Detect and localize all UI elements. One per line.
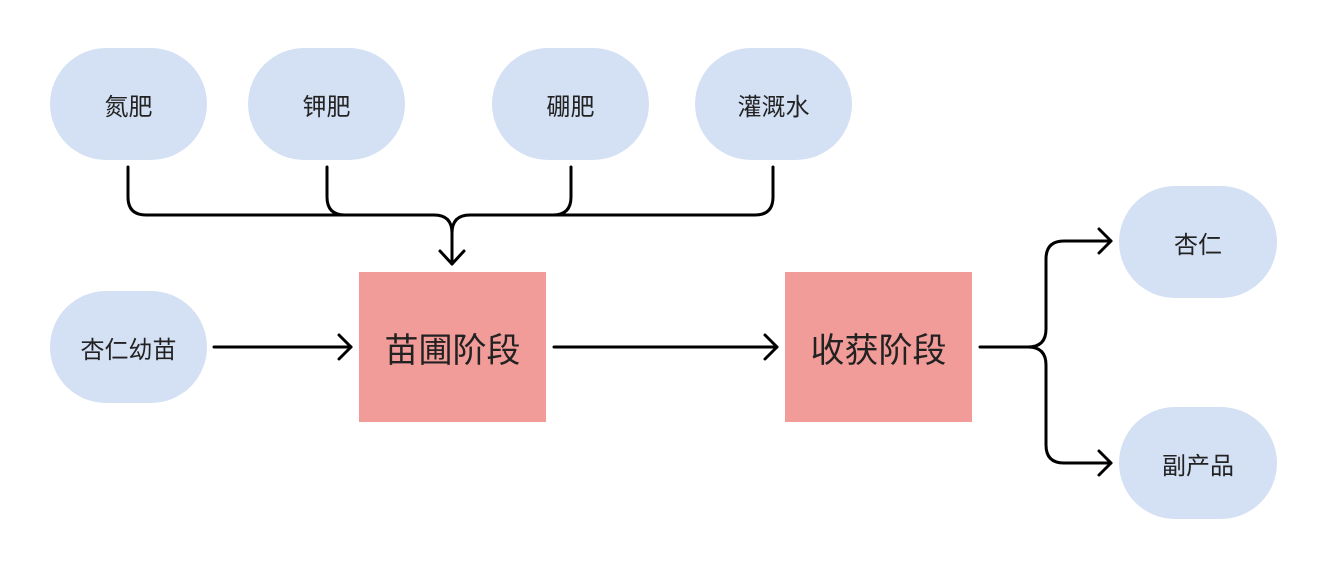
node-nitrogen-fertilizer: 氮肥 [50, 48, 207, 160]
arrowhead-right-harvest [763, 333, 779, 361]
node-label: 杏仁 [1174, 230, 1222, 259]
node-nursery-stage: 苗圃阶段 [359, 272, 546, 422]
node-almond-kernel: 杏仁 [1119, 186, 1277, 298]
node-label: 钾肥 [302, 92, 351, 121]
node-label: 杏仁幼苗 [80, 335, 177, 364]
node-label: 副产品 [1162, 451, 1234, 480]
node-label: 硼肥 [546, 92, 595, 121]
node-label: 收获阶段 [810, 330, 947, 371]
connector-potassium-to-nursery [325, 165, 436, 217]
node-boron-fertilizer: 硼肥 [492, 48, 649, 160]
node-label: 氮肥 [104, 92, 153, 121]
connector-harvest-to-byproduct [1026, 345, 1113, 465]
arrowhead-right-nursery [337, 333, 353, 361]
node-almond-seedling: 杏仁幼苗 [50, 291, 207, 403]
connector-nitrogen-to-nursery [126, 165, 454, 266]
node-byproduct: 副产品 [1119, 407, 1277, 519]
arrowhead-right-almond [1097, 227, 1113, 255]
connector-boron-to-nursery [450, 165, 573, 235]
connector-harvest-to-almond [978, 239, 1113, 349]
node-potassium-fertilizer: 钾肥 [248, 48, 405, 160]
arrowhead-down-nursery [438, 249, 466, 266]
node-harvest-stage: 收获阶段 [785, 272, 972, 422]
node-label: 苗圃阶段 [384, 330, 521, 371]
connector-irrigation-to-nursery [551, 165, 775, 217]
arrowhead-right-byproduct [1097, 449, 1113, 477]
node-irrigation-water: 灌溉水 [695, 48, 852, 160]
node-label: 灌溉水 [737, 92, 810, 121]
